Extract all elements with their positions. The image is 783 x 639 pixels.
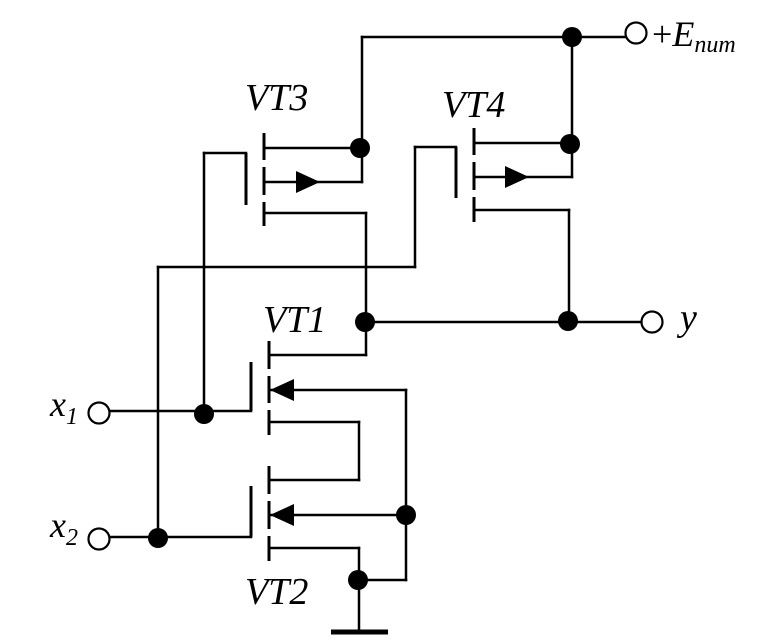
- x2-sub: 2: [66, 525, 78, 551]
- ground-bus: [331, 388, 408, 635]
- supply-terminal: [624, 21, 648, 45]
- label-output: y: [676, 297, 697, 339]
- vt4-substrate-arrow: [505, 166, 529, 188]
- label-vt3: VT3: [245, 77, 308, 119]
- junction-dot: [148, 528, 168, 548]
- junction-dot: [348, 570, 368, 590]
- input-x2-wiring: [108, 145, 458, 539]
- label-supply: +Enum: [652, 14, 736, 58]
- input-x2-terminal: [87, 527, 111, 551]
- label-vt1: VT1: [263, 299, 326, 341]
- supply-main: E: [671, 14, 694, 54]
- label-x2: x2: [49, 505, 78, 551]
- junction-dot: [355, 312, 375, 332]
- output-node: [364, 208, 643, 357]
- vt3-substrate-arrow: [296, 171, 320, 193]
- input-x1-terminal: [87, 401, 111, 425]
- junction-dots: [148, 27, 582, 590]
- junction-dot: [562, 27, 582, 47]
- transistor-vt3: [244, 133, 368, 226]
- label-vt4: VT4: [442, 84, 505, 126]
- x1-sub: 1: [66, 404, 78, 430]
- junction-dot: [560, 134, 580, 154]
- output-terminal: [640, 310, 664, 334]
- junction-dot: [194, 404, 214, 424]
- transistor-vt1: [249, 341, 408, 435]
- x2-main: x: [49, 505, 66, 545]
- transistor-vt2: [249, 420, 408, 561]
- junction-dot: [350, 138, 370, 158]
- label-vt2: VT2: [245, 571, 308, 613]
- x1-main: x: [49, 384, 66, 424]
- junction-dot: [558, 311, 578, 331]
- input-x1-wiring: [108, 151, 253, 413]
- supply-sign: +: [652, 14, 672, 54]
- vt2-substrate-arrow: [270, 504, 294, 526]
- junction-dot: [396, 505, 416, 525]
- label-x1: x1: [49, 384, 78, 430]
- transistor-vt4: [454, 128, 574, 222]
- vt1-substrate-arrow: [270, 379, 294, 401]
- supply-sub: num: [694, 32, 735, 58]
